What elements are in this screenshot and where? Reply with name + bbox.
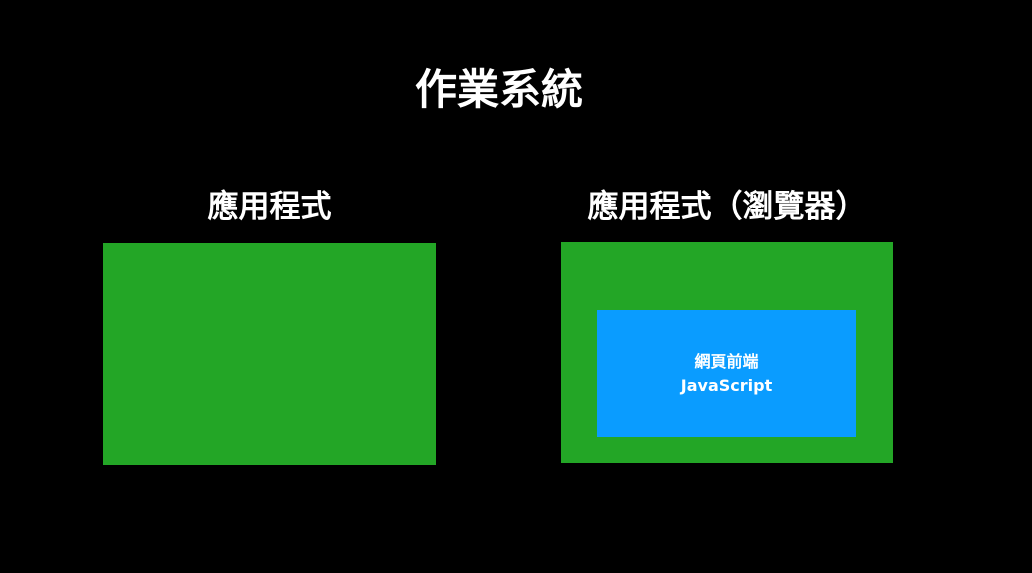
browser-app-box: 網頁前端 JavaScript [561, 242, 893, 463]
frontend-label: 網頁前端 [694, 351, 759, 371]
app-box [103, 243, 436, 465]
javascript-label: JavaScript [680, 375, 773, 395]
frontend-box: 網頁前端 JavaScript [597, 310, 856, 437]
diagram-title: 作業系統 [414, 65, 583, 114]
browser-app-label: 應用程式（瀏覽器） [587, 189, 867, 225]
app-label: 應用程式 [207, 189, 332, 225]
